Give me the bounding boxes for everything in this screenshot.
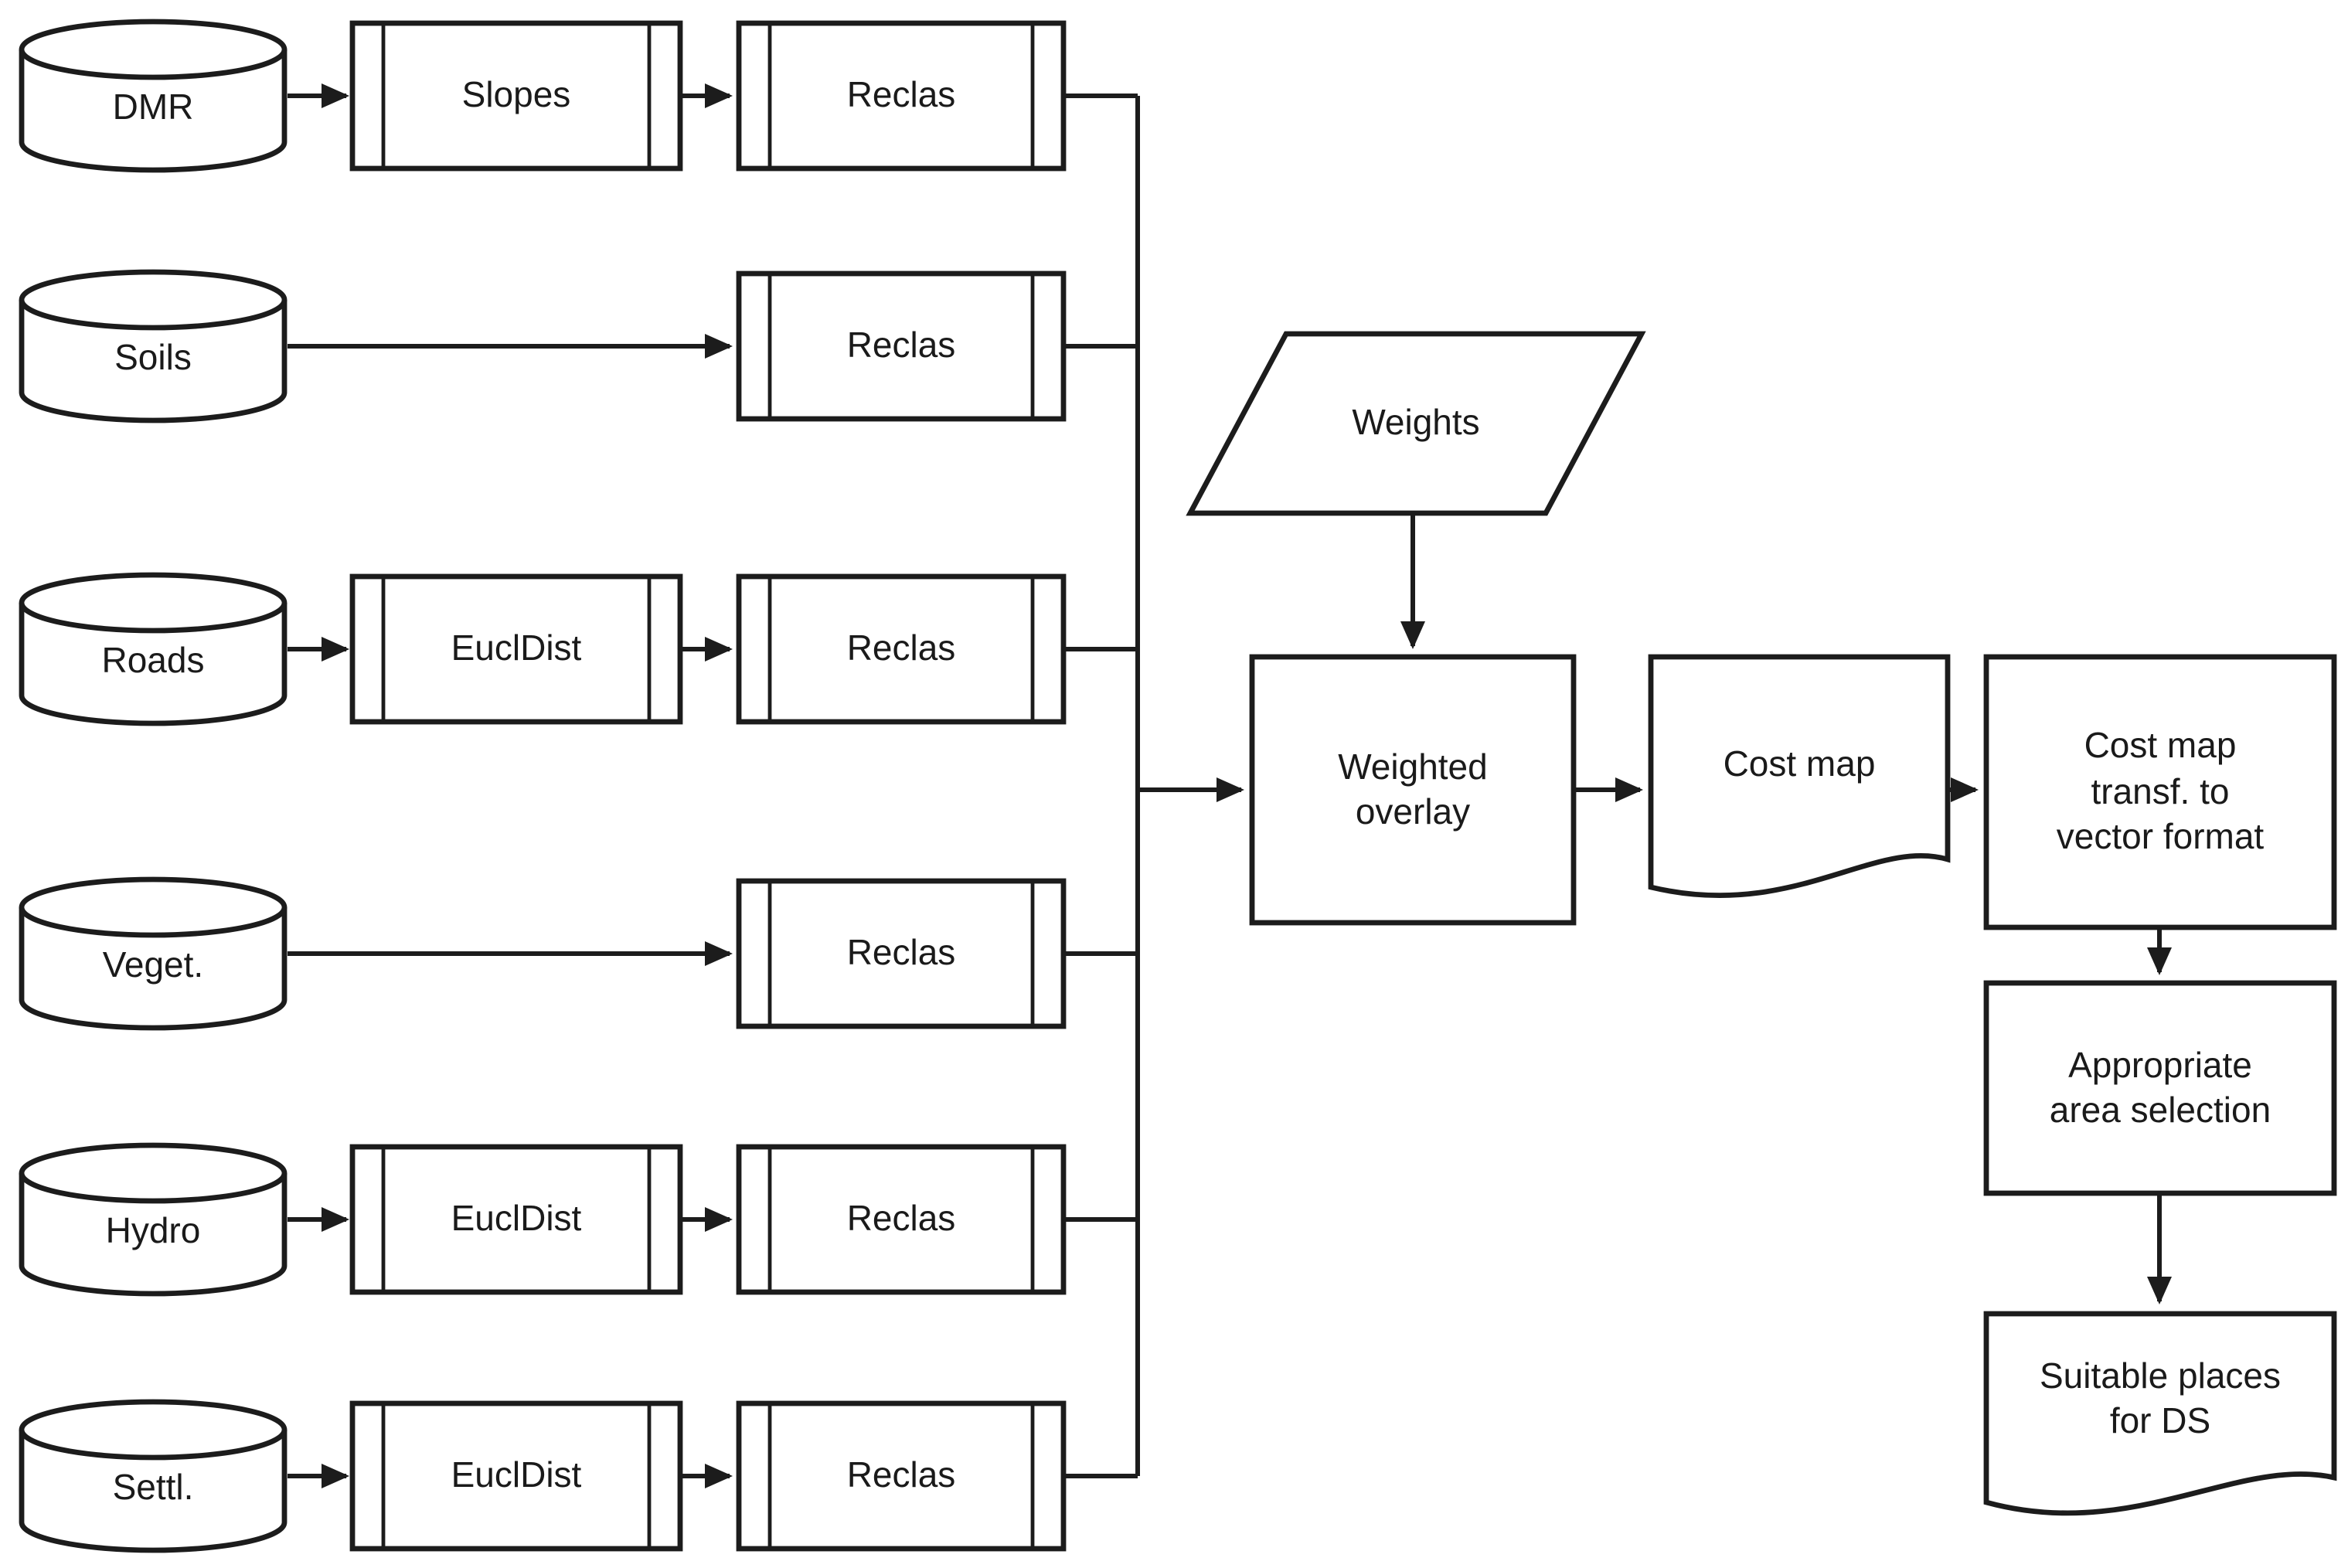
reclas-settl-box-shape xyxy=(736,1400,1067,1552)
appropriate-area-box-shape xyxy=(1983,980,2337,1196)
suitable-places-document-shape xyxy=(1983,1311,2337,1516)
veget-cylinder-shape xyxy=(19,876,288,1031)
weighted-overlay-box-shape xyxy=(1249,654,1577,926)
roads-cylinder-shape xyxy=(19,572,288,726)
slopes-box-shape xyxy=(349,20,683,172)
connectors xyxy=(288,83,2172,1488)
cost-map-transf-box-shape xyxy=(1983,654,2337,930)
eucldist-hydro-box-shape xyxy=(349,1144,683,1295)
reclas-roads-box-shape xyxy=(736,573,1067,725)
dmr-cylinder-shape xyxy=(19,19,288,173)
reclas-dmr-box-shape xyxy=(736,20,1067,172)
eucldist-settl-box-shape xyxy=(349,1400,683,1552)
hydro-cylinder-shape xyxy=(19,1142,288,1297)
settl-cylinder-shape xyxy=(19,1399,288,1553)
soils-cylinder-shape xyxy=(19,269,288,423)
eucldist-roads-box-shape xyxy=(349,573,683,725)
weights-parallelogram-shape xyxy=(1186,331,1646,516)
cost-map-document-shape xyxy=(1648,654,1951,898)
reclas-veget-box-shape xyxy=(736,878,1067,1029)
reclas-soils-box-shape xyxy=(736,270,1067,422)
reclas-hydro-box-shape xyxy=(736,1144,1067,1295)
